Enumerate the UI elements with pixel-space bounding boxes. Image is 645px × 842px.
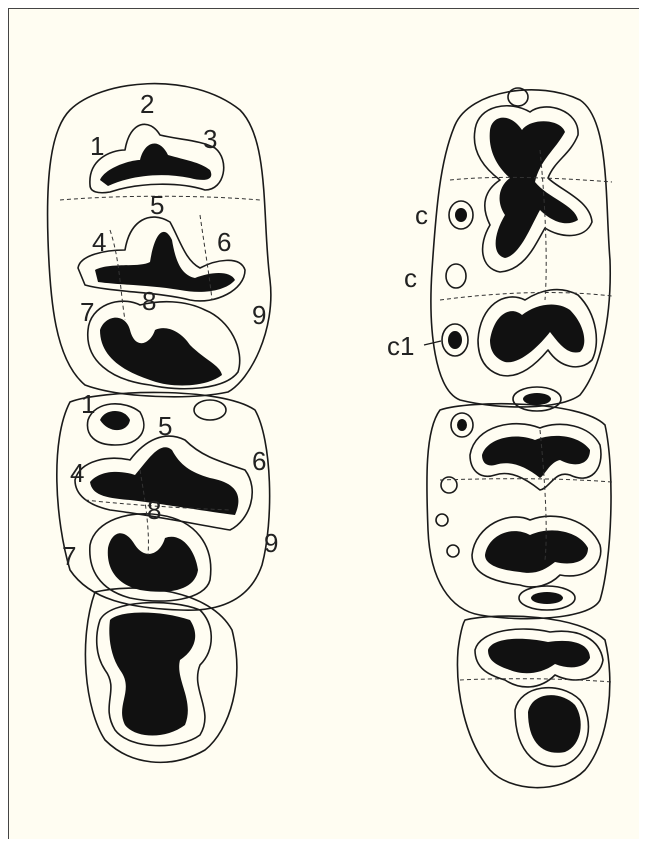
label-1-lower: 1 — [81, 389, 95, 419]
label-8-upper: 8 — [142, 286, 156, 316]
label-1-upper: 1 — [90, 131, 104, 161]
label-2-upper: 2 — [140, 89, 154, 119]
label-c-middle: c — [404, 263, 417, 293]
label-4-upper: 4 — [92, 227, 106, 257]
label-c-top: c — [415, 200, 428, 230]
label-c1: c1 — [387, 331, 414, 361]
label-7-upper: 7 — [80, 297, 94, 327]
label-8-lower: 8 — [147, 495, 161, 525]
right-molar-2-outline — [427, 404, 611, 619]
label-6-lower: 6 — [252, 446, 266, 476]
label-4-lower: 4 — [70, 458, 84, 488]
label-9-upper: 9 — [252, 300, 266, 330]
label-5-upper: 5 — [150, 190, 164, 220]
label-6-upper: 6 — [217, 227, 231, 257]
label-3-upper: 3 — [203, 124, 217, 154]
label-9-lower: 9 — [264, 528, 278, 558]
label-7-lower: 7 — [62, 541, 76, 571]
label-5-lower: 5 — [158, 411, 172, 441]
